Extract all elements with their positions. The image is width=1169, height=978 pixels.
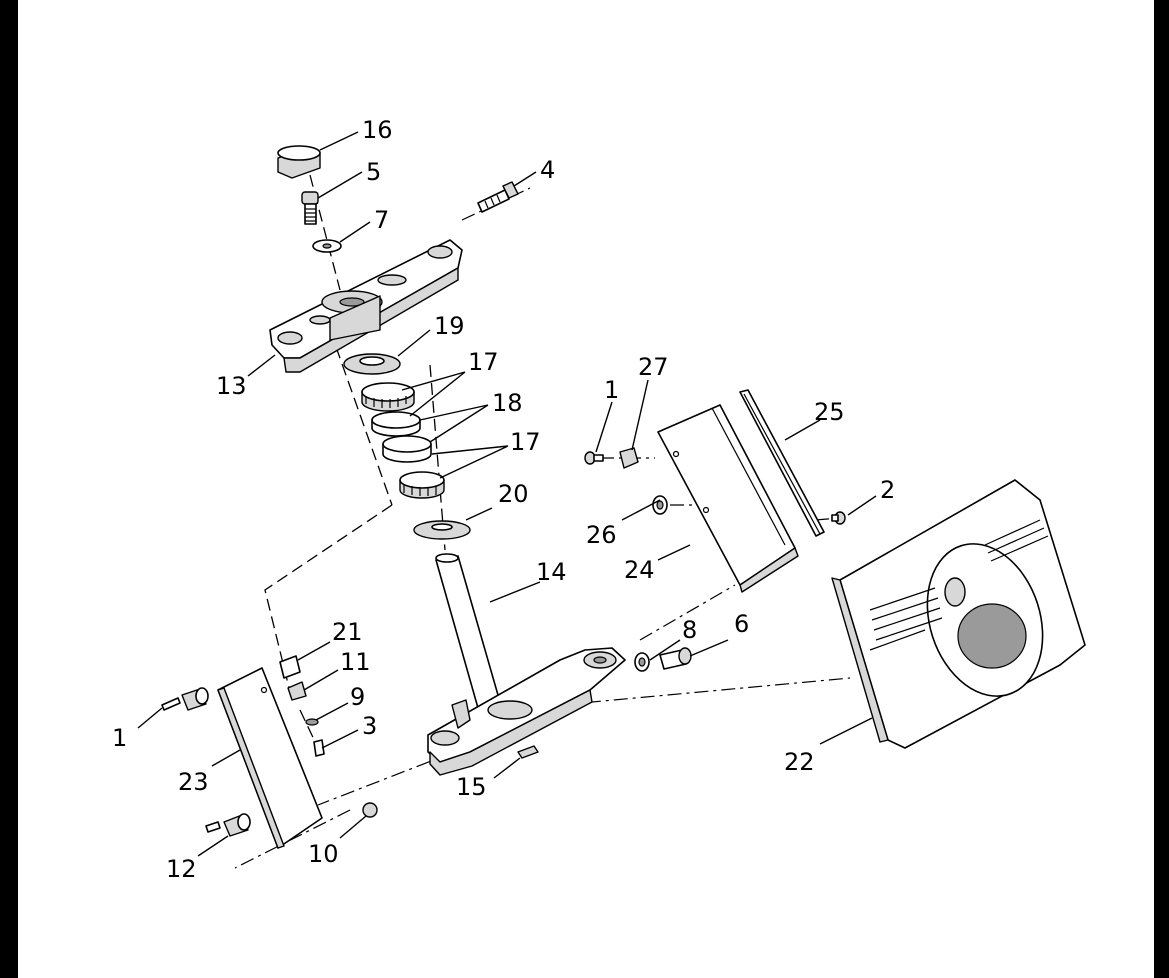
callout-14: 14	[536, 558, 567, 586]
part-washer-side	[634, 652, 650, 672]
part-lower-seal	[413, 520, 471, 540]
callout-1-lower: 1	[112, 724, 127, 752]
part-clip-nut	[619, 447, 639, 469]
callout-12: 12	[166, 855, 197, 883]
callout-8: 8	[682, 616, 697, 644]
part-screw-right	[831, 511, 846, 525]
assembly-lines	[234, 174, 851, 869]
part-race-lower	[382, 435, 432, 463]
part-washer-top	[312, 239, 342, 253]
callout-2: 2	[880, 476, 895, 504]
part-upper-yoke	[269, 239, 463, 373]
callout-1-upper: 1	[604, 376, 619, 404]
part-screw-left	[161, 687, 209, 711]
part-small-washer	[305, 718, 319, 726]
part-bracket-clip	[279, 655, 301, 679]
callout-11: 11	[340, 648, 371, 676]
callout-26: 26	[586, 521, 617, 549]
part-bearing-upper	[361, 382, 415, 412]
part-inner-panel	[657, 404, 799, 593]
callout-5: 5	[366, 158, 381, 186]
callout-17-lower: 17	[510, 428, 541, 456]
part-pin	[517, 745, 539, 759]
callout-15: 15	[456, 773, 487, 801]
part-grommet	[652, 495, 668, 515]
part-side-bracket	[217, 667, 323, 849]
part-dust-seal	[343, 353, 401, 375]
part-rubber-mount	[205, 813, 251, 837]
callout-19: 19	[434, 312, 465, 340]
part-cap	[277, 145, 321, 179]
callout-20: 20	[498, 480, 529, 508]
part-small-screw	[313, 739, 325, 757]
part-bearing-lower	[399, 471, 445, 499]
callout-22: 22	[784, 748, 815, 776]
part-trim-strip	[739, 389, 825, 537]
exploded-parts-diagram: 16 5 4 7 19 13 17 18 17 27 1 25 2 20 26 …	[112, 116, 1086, 883]
part-lower-yoke-stem	[427, 553, 626, 776]
callout-18: 18	[492, 389, 523, 417]
callout-16: 16	[362, 116, 393, 144]
callout-6: 6	[734, 610, 749, 638]
part-outer-cover	[831, 479, 1086, 749]
callout-10: 10	[308, 840, 339, 868]
callout-7: 7	[374, 206, 389, 234]
callout-4: 4	[540, 156, 555, 184]
callout-3: 3	[362, 712, 377, 740]
part-center-bolt	[301, 191, 319, 225]
callout-labels: 16 5 4 7 19 13 17 18 17 27 1 25 2 20 26 …	[112, 116, 895, 883]
callout-21: 21	[332, 618, 363, 646]
callout-9: 9	[350, 683, 365, 711]
part-yoke-bolt	[659, 647, 692, 670]
leader-lines	[137, 131, 877, 857]
part-nut	[362, 802, 378, 818]
callout-24: 24	[624, 556, 655, 584]
callout-27: 27	[638, 353, 669, 381]
part-screw-upper	[584, 451, 604, 465]
callout-13: 13	[216, 372, 247, 400]
callout-25: 25	[814, 398, 845, 426]
part-pinch-bolt	[477, 181, 519, 213]
callout-23: 23	[178, 768, 209, 796]
diagram-sheet: 16 5 4 7 19 13 17 18 17 27 1 25 2 20 26 …	[18, 0, 1154, 978]
part-race-upper	[371, 411, 421, 437]
callout-17-upper: 17	[468, 348, 499, 376]
part-spacer	[287, 681, 307, 701]
